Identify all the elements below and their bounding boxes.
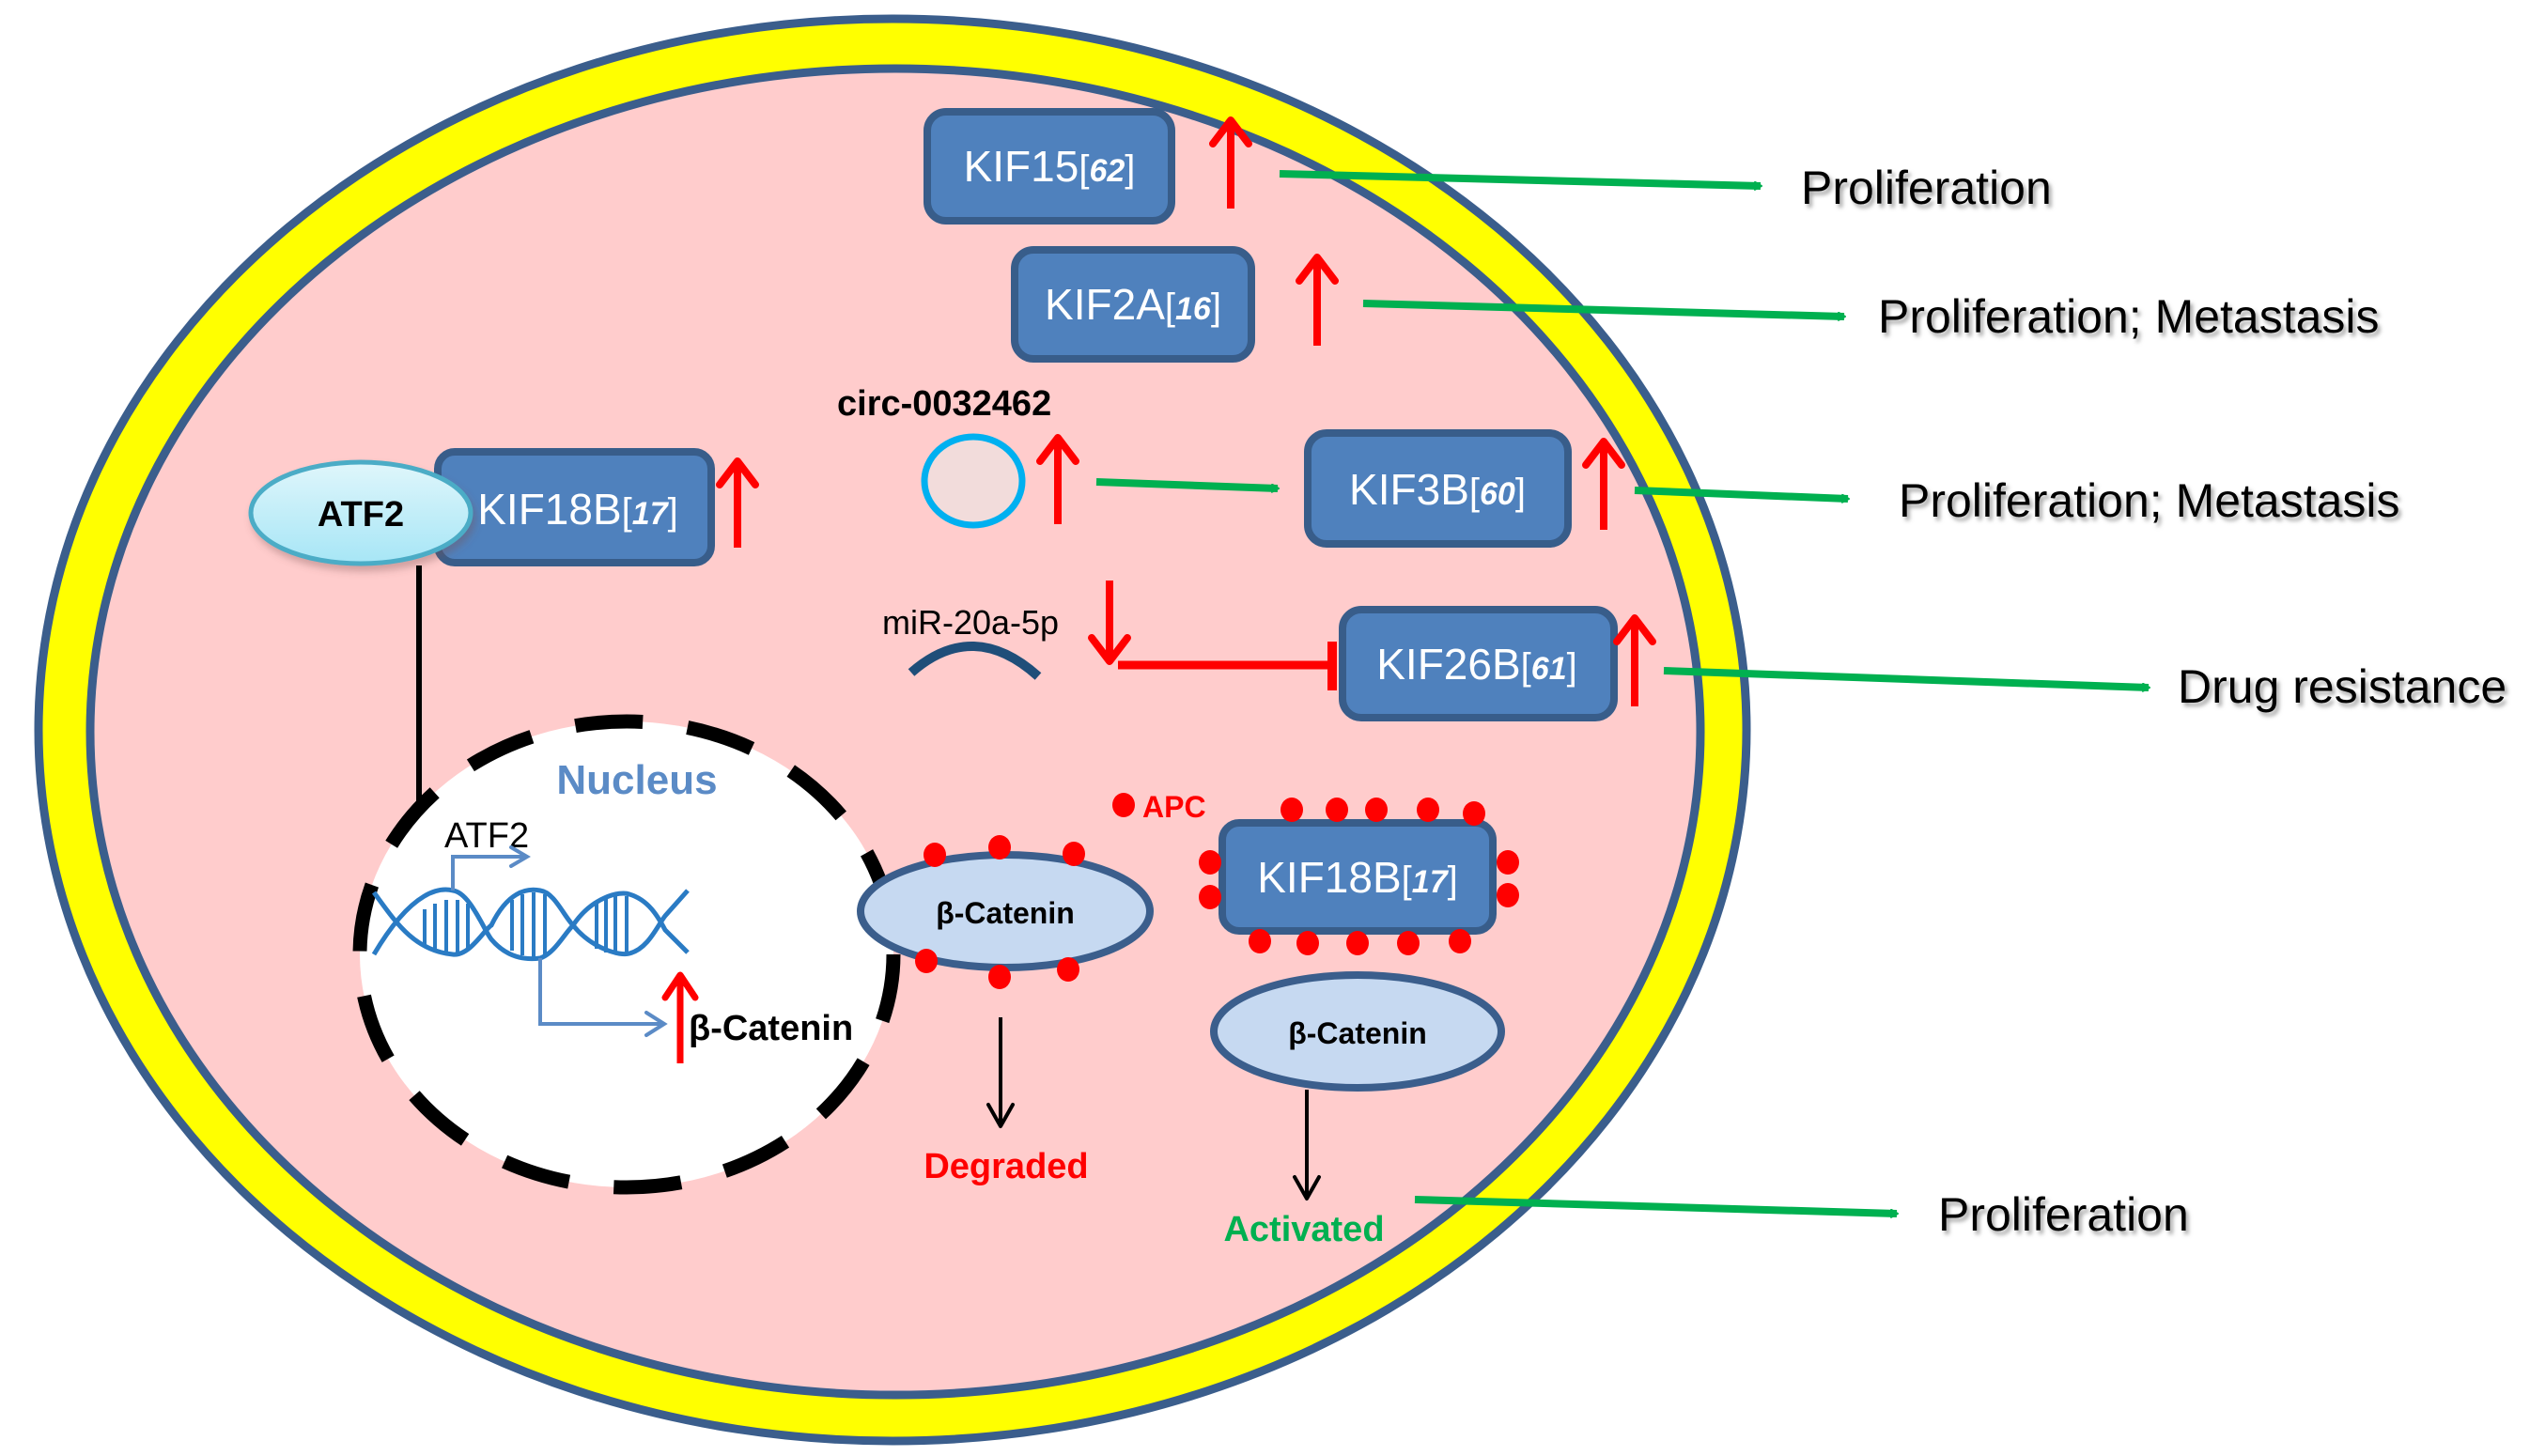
outcome-label: Proliferation [1801,162,2052,214]
atf2-node[interactable]: ATF2 [248,459,473,566]
circ-to-kif3b-arrow [1095,478,1280,493]
kif2a-upregulation-arrow-icon [1296,254,1339,346]
catenin-outcome-arrow [1414,1196,1899,1218]
kif18b-top-node[interactable]: KIF18B[17] [434,448,715,566]
degraded-label: Degraded [924,1147,1088,1186]
outcome-label: Proliferation; Metastasis [1878,290,2380,343]
beta-catenin-oval-activated[interactable] [1210,971,1505,1092]
circ-label: circ-0032462 [837,384,1051,424]
nucleus: Nucleus ATF2 [352,714,901,1195]
atf2-oval[interactable] [248,459,473,566]
kif15-outcome-arrow [1279,170,1762,191]
atf2-label: ATF2 [318,495,404,534]
nucleus-label: Nucleus [556,757,717,803]
kif3b-label: KIF3B[60] [1349,465,1526,514]
kif26b-box[interactable] [1339,606,1618,721]
mir-label: miR-20a-5p [882,603,1059,642]
kif15-label: KIF15[62] [964,142,1136,191]
kif26b-label: KIF26B[61] [1376,640,1577,689]
circ-rna-circle[interactable] [921,433,1026,529]
kif3b-box[interactable] [1304,429,1572,548]
outcome-label: Proliferation; Metastasis [1899,474,2400,527]
kif18b-bottom-label: KIF18B[17] [1257,853,1458,902]
apc-dots-on-catenin [915,835,1085,989]
beta-catenin-degraded-label: β-Catenin [936,896,1075,930]
kif15-node[interactable]: KIF15[62] [924,108,1175,225]
kif3b-node[interactable]: KIF3B[60] [1304,429,1572,548]
activated-label: Activated [1223,1210,1384,1249]
kif18b-top-label: KIF18B[17] [477,485,678,534]
kif15-upregulation-arrow-icon [1209,116,1252,209]
kif26b-upregulation-arrow-icon [1613,614,1656,706]
apc-legend-dot-icon [1112,793,1135,817]
activation-arrow [1293,1090,1321,1200]
kif26b-node[interactable]: KIF26B[61] [1339,606,1618,721]
kif18b-bottom-node[interactable]: KIF18B[17] [1199,798,1519,955]
kif15-box[interactable] [924,108,1175,225]
kif2a-box[interactable] [1011,246,1255,363]
beta-catenin-activated-label: β-Catenin [1288,1016,1427,1050]
kif2a-node[interactable]: KIF2A[16] [1011,246,1255,363]
apc-dots-on-kif18b [1199,798,1519,955]
cytoplasm [85,64,1705,1400]
kif18b-upregulation-arrow-icon [716,457,759,548]
mir-downregulation-arrow-icon [1088,581,1131,665]
beta-catenin-degraded-node[interactable]: β-Catenin [857,835,1154,989]
beta-catenin-gene-label: β-Catenin [689,1009,853,1048]
mir-inhibits-kif26b [1118,642,1337,690]
beta-catenin-upregulation-arrow-icon [661,971,699,1063]
kif3b-upregulation-arrow-icon [1582,438,1625,530]
degradation-arrow [986,1017,1015,1128]
kif2a-outcome-arrow [1362,300,1846,321]
cell [34,14,1751,1446]
dna-helix-icon [371,887,690,962]
apc-label: APC [1142,790,1206,824]
kif2a-label: KIF2A[16] [1045,280,1221,329]
beta-catenin-activated-node[interactable]: β-Catenin [1210,971,1505,1092]
atf2-transcription-arrow-icon [451,845,531,891]
kif3b-outcome-arrow [1634,487,1850,503]
outcome-label: Drug resistance [2178,660,2507,713]
mir-rna-arc-icon [908,642,1042,680]
outcome-label: Proliferation [1938,1188,2189,1241]
kif26b-outcome-arrow [1663,667,2150,692]
beta-catenin-transcription-arrow-icon [538,958,668,1037]
circ-upregulation-arrow-icon [1036,434,1079,524]
